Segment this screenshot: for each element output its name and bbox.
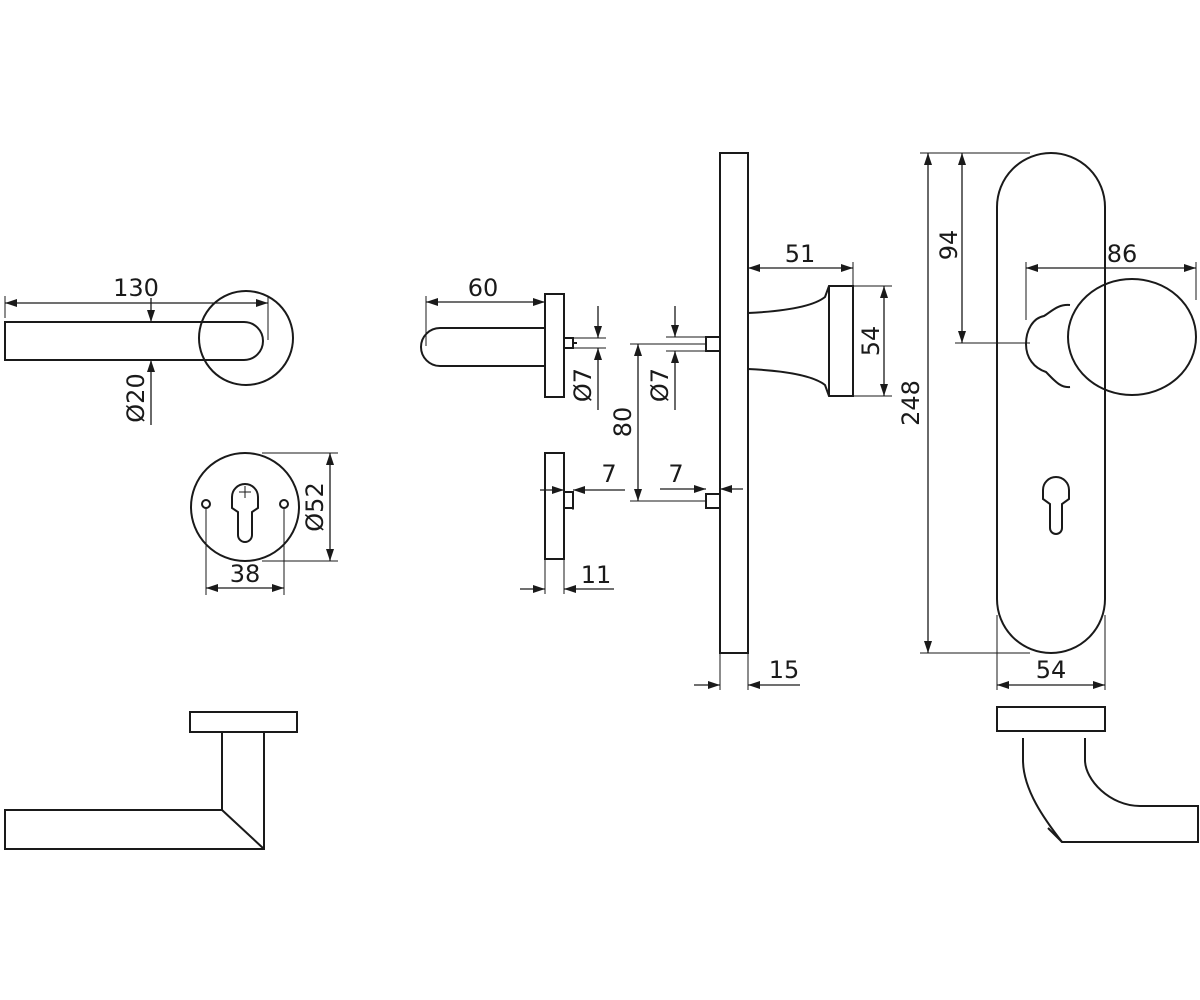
screw-spacing-dimension: 38	[205, 508, 285, 595]
rosette-diameter-label: Ø52	[301, 482, 329, 531]
lever-length-dimension: 130	[4, 274, 269, 340]
small-lever-length-dimension: 60	[425, 274, 545, 346]
small-lever-length-label: 60	[468, 274, 499, 302]
lever-diameter-dimension: Ø20	[122, 298, 155, 425]
screw-hole-left	[201, 499, 211, 509]
plate-side-view	[705, 152, 749, 654]
spindle-distance-label: 80	[609, 407, 637, 438]
small-lever-side-view	[420, 293, 577, 398]
rosette-front-view	[190, 452, 300, 562]
plate-width-dimension: 54	[996, 615, 1106, 690]
lever-top-view	[4, 290, 294, 386]
spindle-diameter-a-label: Ø7	[569, 368, 597, 402]
knob-height-dimension: 54	[853, 285, 892, 397]
plate-width-label: 54	[1036, 656, 1067, 684]
plate-length-label: 248	[897, 380, 925, 426]
plate-offset-label: 7	[668, 460, 683, 488]
plate-thickness-dimension: 15	[694, 653, 800, 690]
curved-lever-side-view	[996, 706, 1199, 843]
lever-diameter-label: Ø20	[122, 373, 150, 422]
keyhole-cylinder-cutout	[231, 483, 259, 543]
spindle-diameter-b-dimension: Ø7	[646, 306, 706, 410]
knob-projection-label: 51	[785, 240, 816, 268]
plate-length-dimension: 248	[897, 152, 1030, 654]
spindle-distance-dimension: 80	[609, 343, 706, 502]
rosette-diameter-dimension: Ø52	[262, 452, 338, 562]
rosette-side-view	[544, 452, 574, 560]
screw-hole-right	[279, 499, 289, 509]
knob-front-view	[1024, 278, 1197, 396]
plate-front-view	[996, 152, 1106, 654]
knob-height-label: 54	[857, 326, 885, 357]
lever-side-view	[4, 711, 298, 850]
screw-spacing-label: 38	[230, 560, 261, 588]
plate-keyhole-cutout	[1042, 476, 1070, 535]
knob-position-label: 94	[935, 230, 963, 261]
knob-projection-dimension: 51	[748, 240, 854, 286]
spindle-diameter-b-label: Ø7	[646, 368, 674, 402]
knob-position-dimension: 94	[935, 153, 1030, 344]
knob-diameter-dimension: 86	[1025, 240, 1197, 320]
rosette-offset-dimension: 7	[540, 460, 625, 510]
rosette-thickness-dimension: 11	[520, 560, 614, 594]
plate-offset-dimension: 7	[660, 460, 743, 493]
knob-side-view	[747, 285, 854, 397]
lever-length-label: 130	[113, 274, 159, 302]
rosette-offset-label: 7	[601, 460, 616, 488]
spindle-diameter-a-dimension: Ø7	[569, 306, 606, 410]
plate-thickness-label: 15	[769, 656, 800, 684]
knob-diameter-label: 86	[1107, 240, 1138, 268]
rosette-thickness-label: 11	[581, 561, 612, 589]
